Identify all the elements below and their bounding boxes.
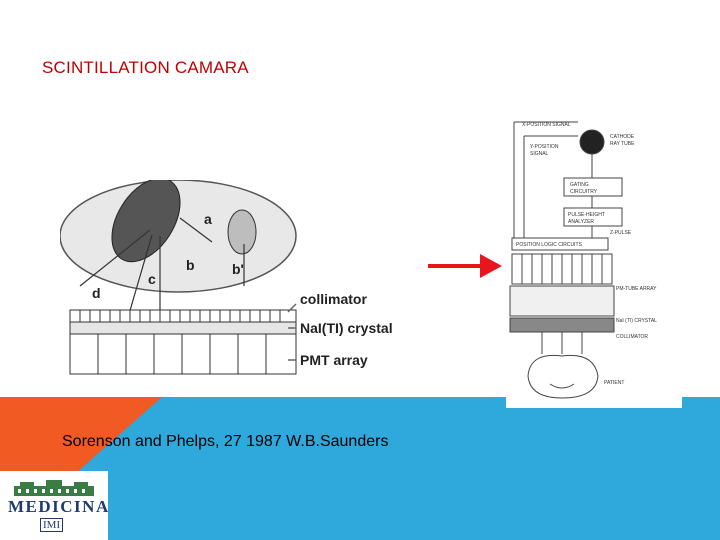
label-b-prime: b' [232,261,244,277]
collimator-bars [69,309,297,323]
label-c: c [148,271,156,287]
scintillation-camera-schematic: X-POSITION SIGNAL Y-POSITION SIGNAL CATH… [506,114,682,408]
label-cathode-1: CATHODE [610,134,635,140]
crystal-layer [69,321,297,335]
label-d: d [92,285,101,301]
label-cathode-2: RAY TUBE [610,141,635,147]
label-collimator: collimator [300,291,367,307]
label-patient: PATIENT [604,380,624,386]
label-pha-1: PULSE-HEIGHT [568,212,605,218]
label-y-position-1: Y-POSITION [530,144,559,150]
label-gating-2: CIRCUITRY [570,189,598,195]
label-crystal: NaI(TI) crystal [300,320,393,336]
label-x-position: X-POSITION SIGNAL [522,122,571,128]
label-b: b [186,257,195,273]
logo-name: MEDICINA [8,497,110,516]
slide-title: SCINTILLATION CAMARA [42,58,249,77]
pm-tube-array [509,253,615,333]
label-z-pulse: Z-PULSE [610,230,632,236]
scintillation-diagram-left: a b b' c d collimator NaI(TI) crystal PM… [60,180,393,375]
pmt-array-cells [69,333,297,375]
label-y-position-2: SIGNAL [530,151,549,157]
red-arrow-icon [428,254,502,278]
label-gating-1: GATING [570,182,589,188]
figure-caption: Sorenson and Phelps, 27 1987 W.B.Saunder… [62,433,389,450]
label-pm-array: PM-TUBE ARRAY [616,286,657,292]
label-pha-2: ANALYZER [568,219,594,225]
label-position-logic: POSITION LOGIC CIRCUITS [516,242,583,248]
logo-sub: IMI [40,518,64,532]
label-collimator-right: COLLIMATOR [616,334,648,340]
label-pmt-array: PMT array [300,352,368,368]
building-logo-icon [14,480,94,496]
label-nai: NaI (TI) CRYSTAL [616,318,657,324]
label-a: a [204,211,212,227]
